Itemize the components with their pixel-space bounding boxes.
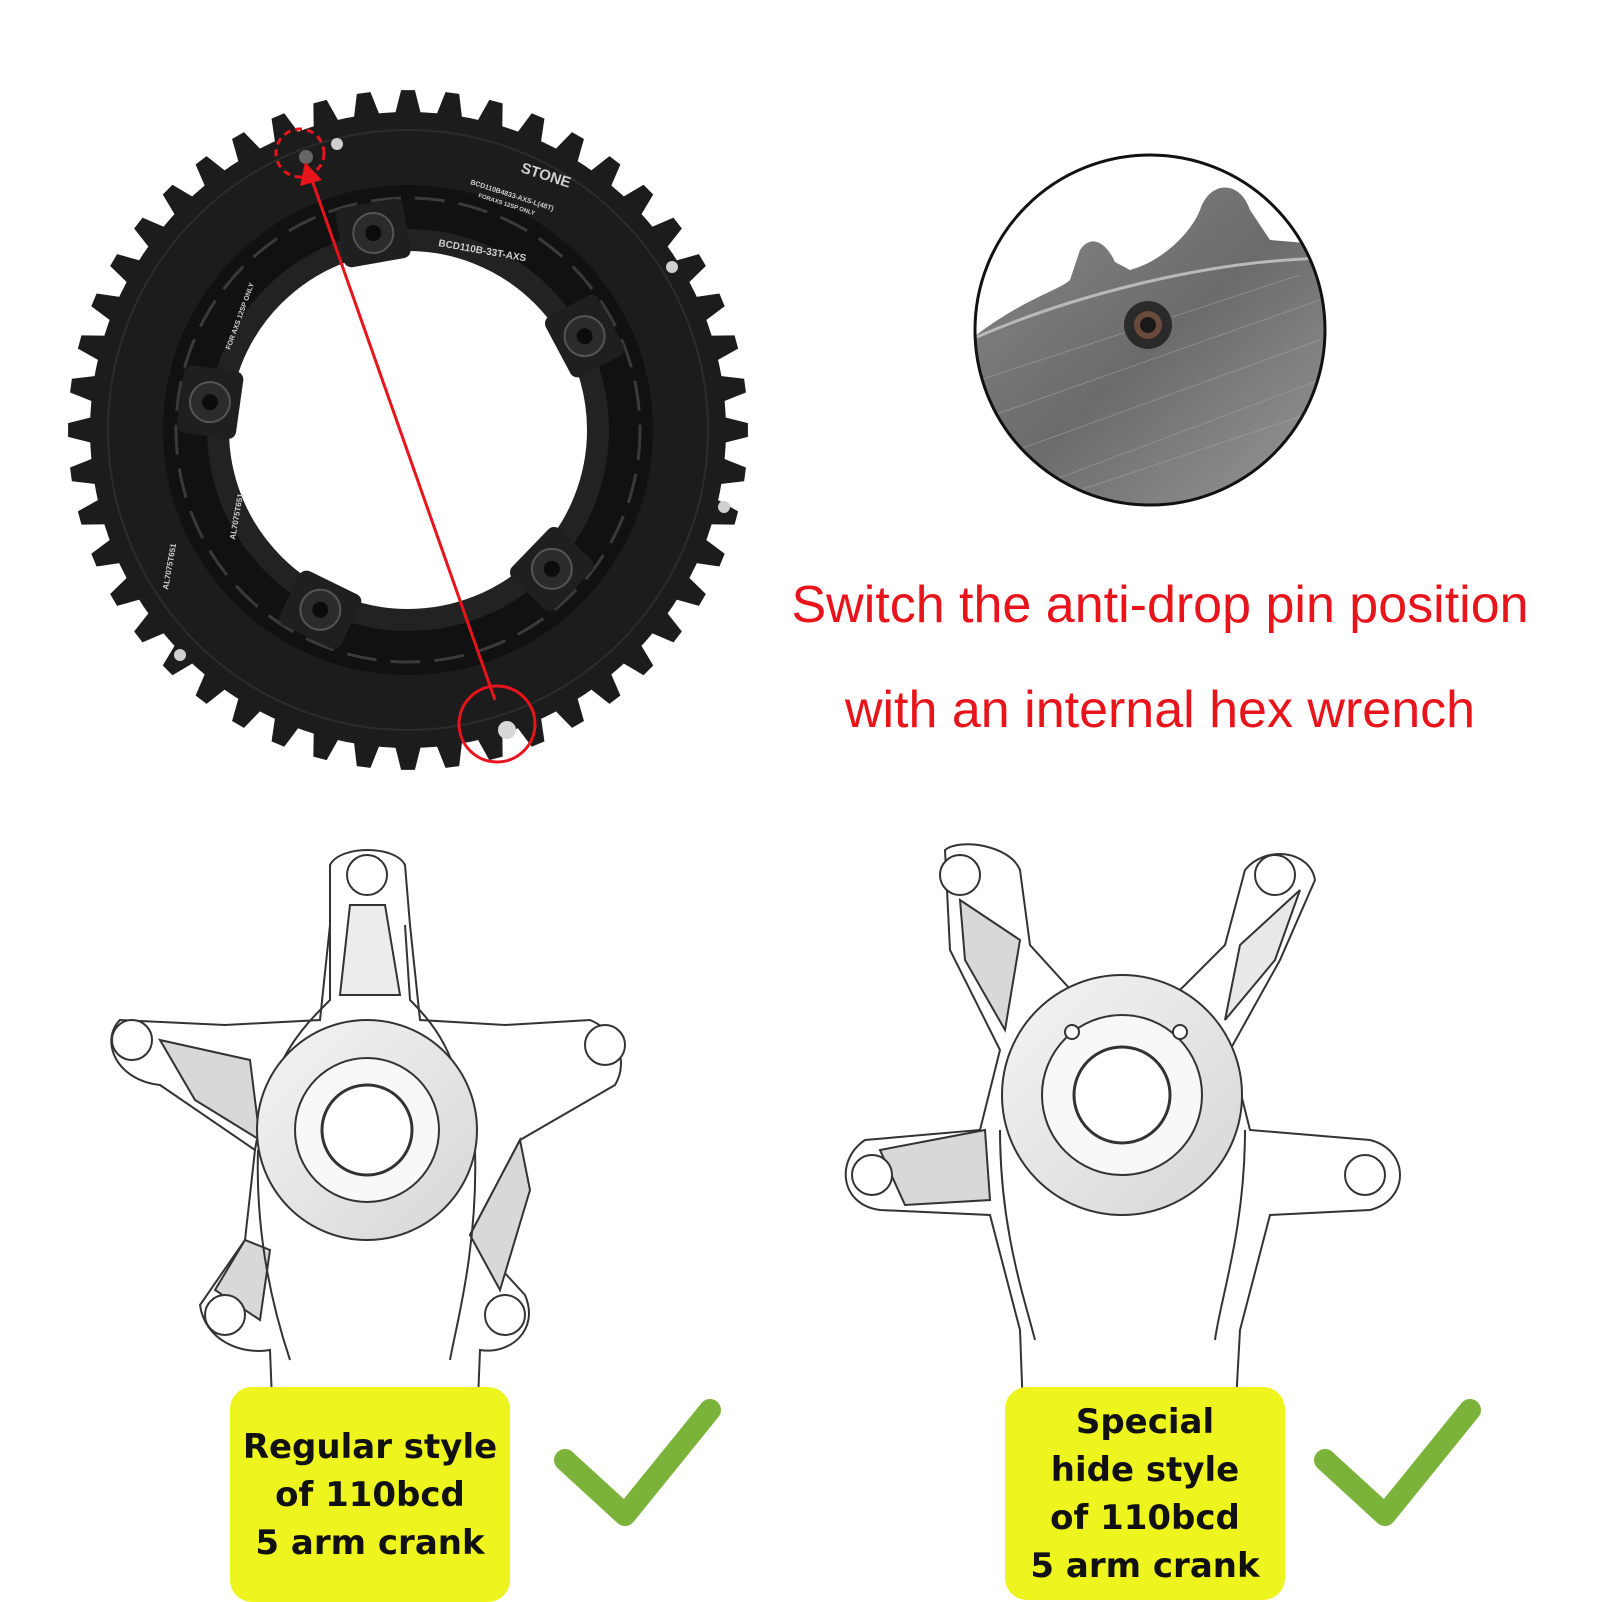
headline-line-1: Switch the anti-drop pin position: [791, 576, 1529, 634]
headline-line-2: with an internal hex wrench: [844, 681, 1476, 739]
chainring-bolt: [176, 365, 244, 439]
chainring-tooth: [551, 132, 584, 168]
hide-crank-line-4: 5 arm crank: [1030, 1545, 1260, 1586]
regular-crank-line-1: Regular style: [242, 1426, 498, 1467]
pin-arrow: [310, 179, 497, 701]
check-icon: [554, 1399, 721, 1526]
hide-crank-line-1: Special: [1075, 1401, 1215, 1442]
chainring-tooth: [195, 156, 230, 192]
pin-hole: [299, 150, 313, 164]
chainring-tooth: [134, 608, 170, 643]
chainring-tooth: [162, 184, 198, 220]
pin-hole-marker: [274, 127, 326, 179]
chainring-tooth: [134, 217, 170, 252]
chainring-tooth: [232, 692, 265, 728]
hide-crank-label: Special hide style of 110bcd 5 arm crank: [1005, 1387, 1285, 1600]
chainring-tooth: [586, 156, 621, 192]
chainring-bolt: [279, 570, 362, 649]
chainring-tooth: [232, 132, 265, 168]
chainring-tooth: [646, 217, 682, 252]
chainring-tooth: [719, 415, 748, 445]
chainring-tooth: [195, 668, 230, 704]
bolt-tabs: [176, 198, 625, 649]
regular-crank-drawing: [110, 849, 626, 1600]
chainring-tooth: [670, 254, 706, 287]
chainring-tooth: [618, 184, 654, 220]
chainring-bolt: [335, 198, 411, 268]
check-icon: [1314, 1399, 1481, 1526]
regular-crank-line-2: of 110bcd: [275, 1474, 465, 1515]
chainring-tooth: [618, 640, 654, 676]
chainring-tooth: [670, 573, 706, 606]
regular-crank-line-3: 5 arm crank: [255, 1522, 485, 1563]
chainring-tooth: [393, 741, 423, 770]
chainring-bolt: [544, 294, 625, 378]
regular-crank-label: Regular style of 110bcd 5 arm crank: [230, 1387, 510, 1602]
chainring-tooth: [110, 573, 146, 606]
chainring-bolt: [509, 526, 594, 611]
hide-crank-line-3: of 110bcd: [1050, 1497, 1240, 1538]
chainring-center-hole: [218, 240, 598, 620]
chainring-tooth: [68, 415, 97, 445]
chainring-tooth: [393, 90, 423, 119]
chainring-tooth: [110, 254, 146, 287]
anti-drop-pin: [498, 721, 516, 739]
chainring-photo: STONE BCD110B4833-AXS-L(48T) FORAXS 12SP…: [68, 90, 748, 770]
hide-crank-line-2: hide style: [1050, 1449, 1240, 1490]
pin-annotation: [274, 127, 537, 764]
chainring-tooth: [646, 608, 682, 643]
zoom-inset: [973, 153, 1327, 507]
chainring-tooth: [551, 692, 584, 728]
chainring-tooth: [586, 668, 621, 704]
pin-marker: [457, 684, 537, 764]
hide-crank-drawing: [844, 843, 1401, 1600]
